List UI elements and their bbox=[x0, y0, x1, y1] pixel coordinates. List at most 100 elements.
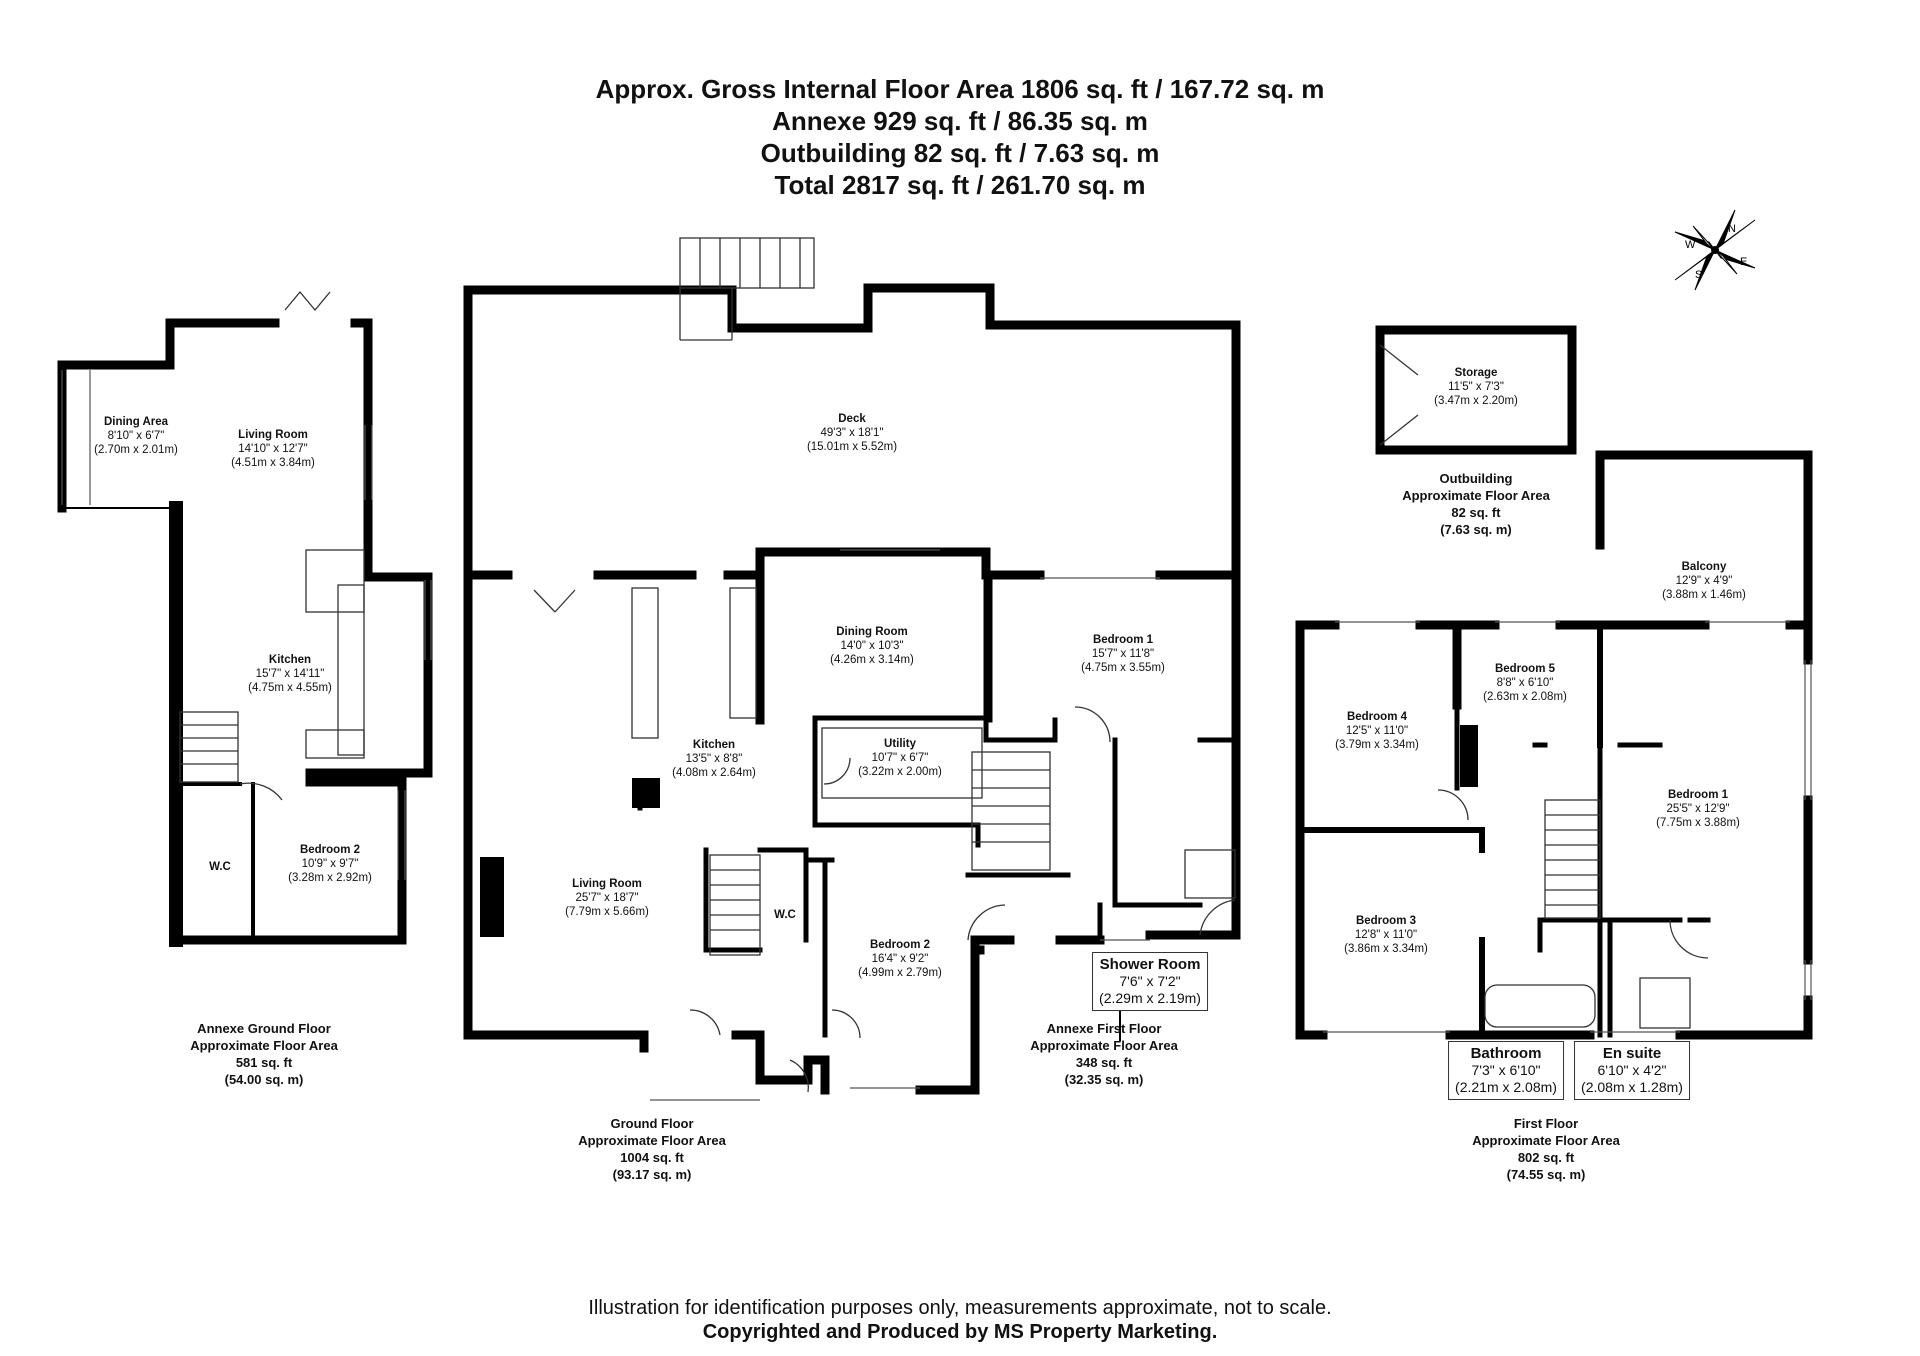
room-dim-imperial: 12'8" x 11'0" bbox=[1354, 929, 1418, 941]
room-dim-imperial: 14'10" x 12'7" bbox=[238, 443, 308, 455]
room-dim-imperial: 15'7" x 14'11" bbox=[255, 668, 325, 680]
compass-e: E bbox=[1740, 256, 1747, 268]
room-gf-wc: W.C bbox=[774, 908, 796, 922]
room-dim-imperial: 25'5" x 12'9" bbox=[1666, 803, 1730, 815]
room-dim-metric: (2.70m x 2.01m) bbox=[94, 444, 178, 456]
room-dim-metric: (3.47m x 2.20m) bbox=[1434, 395, 1518, 407]
room-balcony: Balcony 12'9" x 4'9" (3.88m x 1.46m) bbox=[1662, 560, 1746, 602]
room-annexe-wc: W.C bbox=[209, 860, 231, 874]
room-bedroom-4: Bedroom 4 12'5" x 11'0" (3.79m x 3.34m) bbox=[1335, 710, 1419, 752]
area-label: Approximate Floor Area bbox=[1402, 488, 1550, 503]
room-dim-metric: (2.29m x 2.19m) bbox=[1099, 990, 1201, 1006]
room-storage: Storage 11'5" x 7'3" (3.47m x 2.20m) bbox=[1434, 366, 1518, 408]
room-living: Living Room 25'7" x 18'7" (7.79m x 5.66m… bbox=[565, 877, 649, 919]
room-name: Bathroom bbox=[1470, 1045, 1542, 1062]
area-outbuilding: Outbuilding Approximate Floor Area 82 sq… bbox=[1402, 470, 1550, 538]
area-sqft: 581 sq. ft bbox=[235, 1055, 293, 1070]
copyright-text: Copyrighted and Produced by MS Property … bbox=[702, 1321, 1218, 1343]
compass-n: N bbox=[1728, 223, 1736, 235]
room-dim-imperial: 12'5" x 11'0" bbox=[1345, 725, 1409, 737]
room-name: Shower Room bbox=[1099, 956, 1201, 973]
room-dim-imperial: 13'5" x 8'8" bbox=[685, 753, 743, 765]
room-name: En suite bbox=[1602, 1045, 1662, 1062]
area-sqft: 802 sq. ft bbox=[1517, 1150, 1575, 1165]
area-ground-floor: Ground Floor Approximate Floor Area 1004… bbox=[578, 1115, 726, 1183]
room-annexe-dining: Dining Area 8'10" x 6'7" (2.70m x 2.01m) bbox=[94, 415, 178, 457]
compass-icon: N S E W bbox=[1674, 209, 1756, 291]
area-label: Approximate Floor Area bbox=[578, 1133, 726, 1148]
title-grand-total: Total 2817 sq. ft / 261.70 sq. m bbox=[774, 170, 1146, 200]
room-name: Kitchen bbox=[692, 739, 736, 751]
room-bathroom: Bathroom 7'3" x 6'10" (2.21m x 2.08m) bbox=[1448, 1041, 1564, 1100]
room-dim-imperial: 11'5" x 7'3" bbox=[1448, 381, 1504, 393]
room-dining: Dining Room 14'0" x 10'3" (4.26m x 3.14m… bbox=[830, 625, 914, 667]
disclaimer-text: Illustration for identification purposes… bbox=[588, 1297, 1332, 1319]
room-gf-bedroom-2: Bedroom 2 16'4" x 9'2" (4.99m x 2.79m) bbox=[858, 938, 942, 980]
room-annexe-bedroom-1: Bedroom 1 15'7" x 11'8" (4.75m x 3.55m) bbox=[1081, 633, 1165, 675]
room-dim-metric: (3.28m x 2.92m) bbox=[288, 872, 372, 884]
room-annexe-bedroom-2: Bedroom 2 10'9" x 9'7" (3.28m x 2.92m) bbox=[288, 843, 372, 885]
room-name: Utility bbox=[884, 738, 916, 750]
room-name: Bedroom 5 bbox=[1494, 663, 1556, 675]
area-sqm: (7.63 sq. m) bbox=[1440, 522, 1512, 537]
room-dim-metric: (4.99m x 2.79m) bbox=[858, 967, 942, 979]
room-name: Kitchen bbox=[268, 654, 312, 666]
room-kitchen: Kitchen 13'5" x 8'8" (4.08m x 2.64m) bbox=[672, 738, 756, 780]
room-dim-imperial: 6'10" x 4'2" bbox=[1597, 1062, 1667, 1078]
room-dim-imperial: 7'6" x 7'2" bbox=[1119, 973, 1181, 989]
room-dim-metric: (3.86m x 3.34m) bbox=[1344, 943, 1428, 955]
room-name: Dining Room bbox=[836, 626, 908, 638]
room-deck: Deck 49'3" x 18'1" (15.01m x 5.52m) bbox=[807, 412, 897, 454]
main-ground-floor-walls bbox=[463, 283, 1241, 1095]
area-label: First Floor bbox=[1513, 1116, 1579, 1131]
area-sqm: (54.00 sq. m) bbox=[224, 1072, 304, 1087]
room-dim-metric: (4.75m x 3.55m) bbox=[1081, 662, 1165, 674]
room-dim-metric: (7.75m x 3.88m) bbox=[1656, 817, 1740, 829]
room-dim-imperial: 15'7" x 11'8" bbox=[1091, 648, 1155, 660]
title-annexe-area: Annexe 929 sq. ft / 86.35 sq. m bbox=[772, 106, 1148, 136]
room-name: W.C bbox=[209, 861, 231, 873]
room-name: Bedroom 2 bbox=[869, 939, 931, 951]
first-floor-walls bbox=[1295, 450, 1813, 1040]
room-name: Bedroom 2 bbox=[299, 844, 361, 856]
room-dim-metric: (3.79m x 3.34m) bbox=[1335, 739, 1419, 751]
area-sqft: 348 sq. ft bbox=[1075, 1055, 1133, 1070]
deck-steps bbox=[699, 238, 801, 288]
area-annexe-ground-floor: Annexe Ground Floor Approximate Floor Ar… bbox=[190, 1020, 338, 1088]
room-dim-metric: (2.08m x 1.28m) bbox=[1581, 1079, 1683, 1095]
room-name: Dining Area bbox=[103, 416, 169, 428]
room-dim-metric: (4.26m x 3.14m) bbox=[830, 654, 914, 666]
room-dim-metric: (7.79m x 5.66m) bbox=[565, 906, 649, 918]
area-label: Approximate Floor Area bbox=[1472, 1133, 1620, 1148]
area-label: Outbuilding bbox=[1439, 471, 1513, 486]
area-label: Approximate Floor Area bbox=[190, 1038, 338, 1053]
area-annexe-first-floor: Annexe First Floor Approximate Floor Are… bbox=[1030, 1020, 1178, 1088]
room-bedroom-3: Bedroom 3 12'8" x 11'0" (3.86m x 3.34m) bbox=[1344, 914, 1428, 956]
area-label: Approximate Floor Area bbox=[1030, 1038, 1178, 1053]
room-name: Deck bbox=[838, 413, 866, 425]
area-label: Annexe Ground Floor bbox=[197, 1021, 331, 1036]
room-name: Bedroom 1 bbox=[1667, 789, 1729, 801]
room-name: Balcony bbox=[1681, 561, 1727, 573]
room-name: Bedroom 4 bbox=[1346, 711, 1408, 723]
room-dim-metric: (4.51m x 3.84m) bbox=[231, 457, 315, 469]
room-ensuite: En suite 6'10" x 4'2" (2.08m x 1.28m) bbox=[1574, 1041, 1690, 1100]
room-dim-metric: (4.08m x 2.64m) bbox=[672, 767, 756, 779]
room-annexe-living: Living Room 14'10" x 12'7" (4.51m x 3.84… bbox=[231, 428, 315, 470]
room-dim-imperial: 8'8" x 6'10" bbox=[1496, 677, 1554, 689]
room-dim-metric: (15.01m x 5.52m) bbox=[806, 441, 898, 453]
outbuilding-walls bbox=[1375, 325, 1577, 455]
annexe-ground-floor-walls bbox=[57, 318, 433, 947]
area-sqm: (93.17 sq. m) bbox=[612, 1167, 692, 1182]
room-name: Living Room bbox=[572, 878, 642, 890]
room-dim-imperial: 7'3" x 6'10" bbox=[1471, 1062, 1541, 1078]
room-shower: Shower Room 7'6" x 7'2" (2.29m x 2.19m) bbox=[1092, 952, 1208, 1011]
area-label: Ground Floor bbox=[610, 1116, 694, 1131]
room-dim-imperial: 14'0" x 10'3" bbox=[840, 640, 904, 652]
room-name: W.C bbox=[774, 909, 796, 921]
room-dim-imperial: 8'10" x 6'7" bbox=[107, 430, 165, 442]
room-first-floor-bedroom-1: Bedroom 1 25'5" x 12'9" (7.75m x 3.88m) bbox=[1656, 788, 1740, 830]
room-annexe-kitchen: Kitchen 15'7" x 14'11" (4.75m x 4.55m) bbox=[248, 653, 332, 695]
room-dim-metric: (3.22m x 2.00m) bbox=[858, 766, 942, 778]
